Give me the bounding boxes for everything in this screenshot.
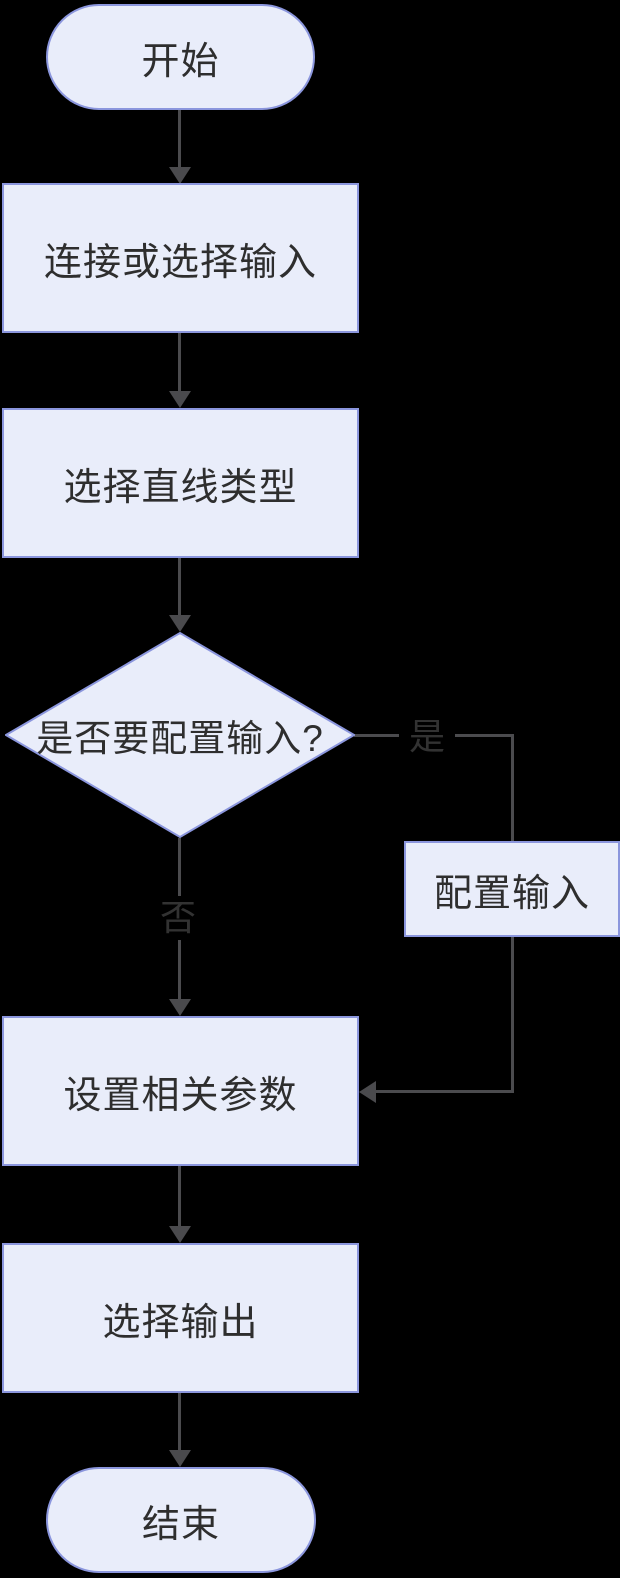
edge-label-no: 否 xyxy=(149,896,207,940)
arrowhead-down-icon xyxy=(169,167,191,184)
node-configure-input: 配置输入 xyxy=(404,841,620,937)
connector-configure-to-params-vertical xyxy=(511,937,514,1093)
node-config-label: 配置输入 xyxy=(433,872,590,915)
node-end-label: 结束 xyxy=(141,1503,220,1546)
node-connect-or-select-input: 连接或选择输入 xyxy=(2,183,359,333)
node-linetype-label: 选择直线类型 xyxy=(63,466,298,509)
arrowhead-down-icon xyxy=(169,1450,191,1467)
connector-connect-to-linetype xyxy=(178,333,181,392)
arrowhead-down-icon xyxy=(169,391,191,408)
node-select-output: 选择输出 xyxy=(2,1243,359,1393)
connector-linetype-to-decision xyxy=(178,558,181,616)
node-set-parameters: 设置相关参数 xyxy=(2,1016,359,1166)
arrowhead-down-icon xyxy=(169,615,191,632)
node-params-label: 设置相关参数 xyxy=(63,1074,298,1117)
node-connect-label: 连接或选择输入 xyxy=(43,241,317,284)
connector-start-to-connect xyxy=(178,110,181,168)
connector-configure-to-params-horizontal xyxy=(374,1090,514,1093)
decision-diamond-shape xyxy=(5,632,355,838)
arrowhead-down-icon xyxy=(169,1226,191,1243)
connector-output-to-end xyxy=(178,1393,181,1451)
node-start-label: 开始 xyxy=(141,40,220,83)
node-end: 结束 xyxy=(46,1467,316,1573)
node-output-label: 选择输出 xyxy=(102,1301,259,1344)
edge-label-yes: 是 xyxy=(398,715,456,759)
connector-params-to-output xyxy=(178,1166,181,1227)
connector-decision-to-configure-vertical xyxy=(511,734,514,841)
node-decision-label: 是否要配置输入? xyxy=(36,718,324,759)
node-decision-need-configure-input: 是否要配置输入? xyxy=(5,632,355,838)
node-start: 开始 xyxy=(46,4,315,110)
arrowhead-down-icon xyxy=(169,999,191,1016)
node-select-line-type: 选择直线类型 xyxy=(2,408,359,558)
arrowhead-left-icon xyxy=(359,1081,376,1103)
